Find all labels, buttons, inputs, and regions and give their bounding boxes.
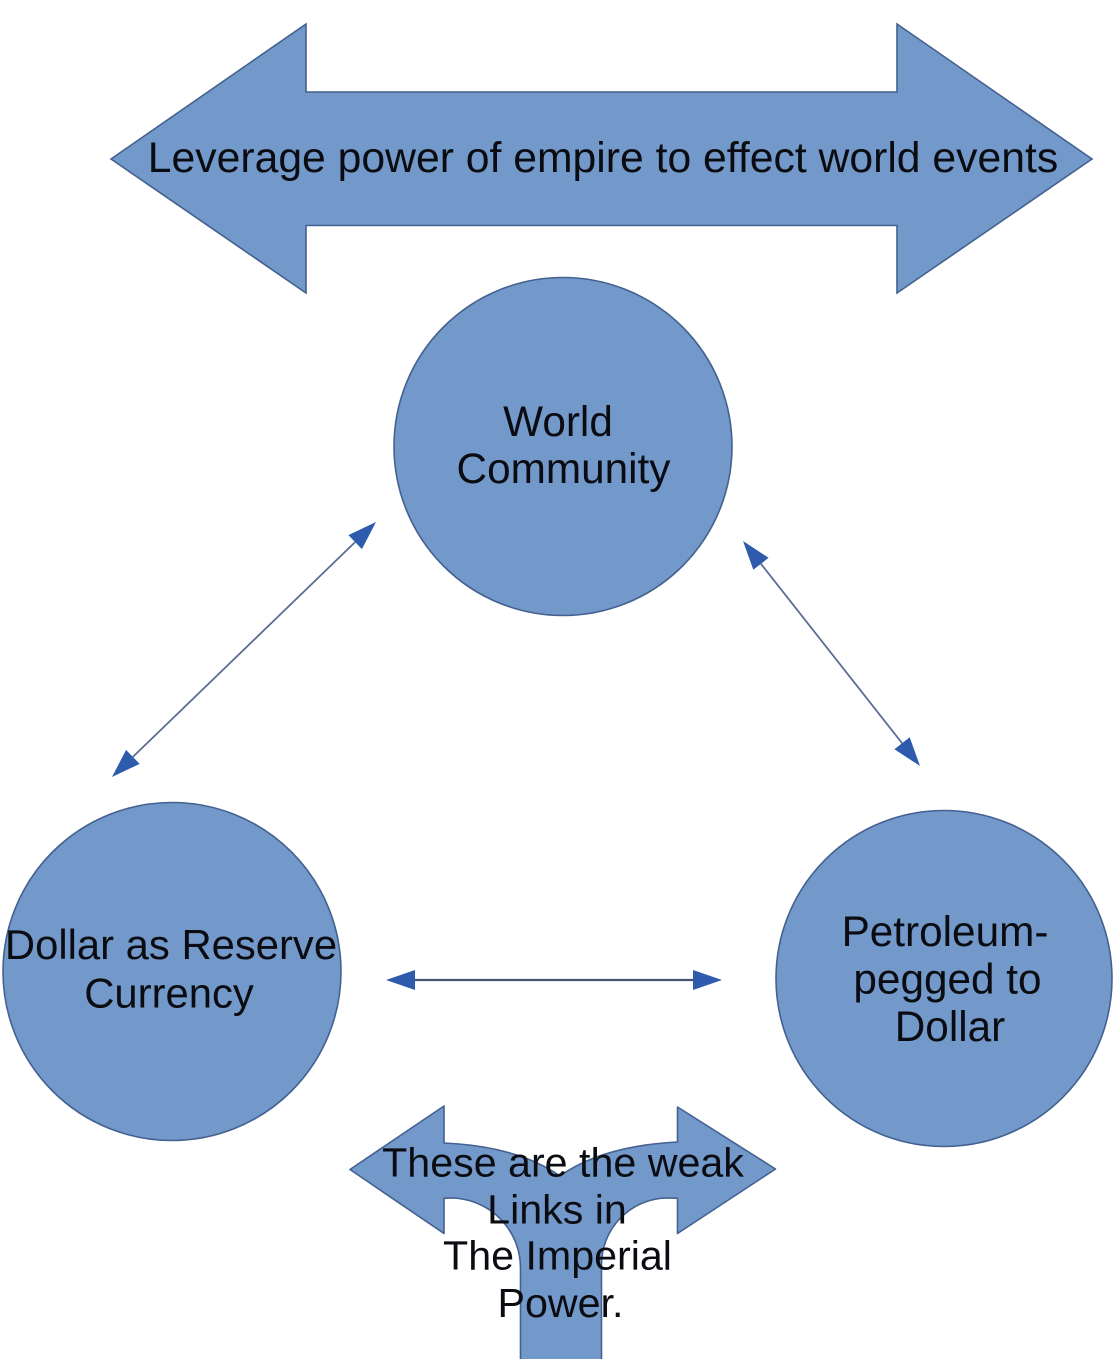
svg-text:Leverage power of empire to ef: Leverage power of empire to effect world… (148, 134, 1058, 182)
svg-text:Dollar: Dollar (895, 1003, 1005, 1050)
svg-text:Community: Community (457, 445, 672, 492)
svg-text:Currency: Currency (84, 970, 254, 1017)
svg-text:Power.: Power. (498, 1280, 624, 1326)
svg-text:pegged to: pegged to (853, 956, 1041, 1003)
svg-text:Petroleum-: Petroleum- (842, 908, 1049, 955)
svg-text:Links in: Links in (487, 1187, 627, 1233)
svg-text:Dollar as Reserve: Dollar as Reserve (5, 921, 337, 968)
svg-text:The Imperial: The Imperial (443, 1233, 672, 1279)
svg-text:World: World (503, 398, 613, 445)
svg-text:These are the weak: These are the weak (382, 1140, 744, 1186)
